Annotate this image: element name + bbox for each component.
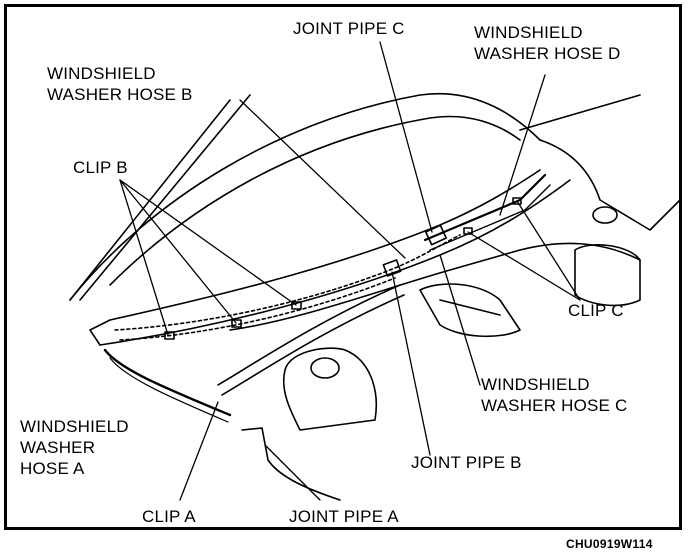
leader-clip-c-2 (516, 200, 581, 301)
clip-b-3 (291, 301, 302, 310)
hood-inner (109, 115, 521, 286)
engine-part (419, 283, 521, 338)
label-windshield-washer-hose-c: WINDSHIELD WASHER HOSE C (481, 375, 628, 415)
leader-hose-b (239, 99, 406, 259)
windshield-top (69, 99, 231, 301)
hood-outline (69, 93, 541, 301)
label-joint-pipe-a: JOINT PIPE A (289, 507, 399, 526)
hose-b-path-2 (119, 277, 396, 341)
leader-clip-c-1 (467, 231, 581, 301)
leader-joint-pipe-b (391, 271, 431, 456)
cowl-lower (99, 179, 571, 346)
cowl-panel (109, 169, 541, 321)
figure-code: CHU0919W114 (566, 537, 653, 551)
leader-clip-b-2 (119, 179, 237, 324)
hose-a-path (103, 348, 232, 417)
label-windshield-washer-hose-a: WINDSHIELD WASHER HOSE A (20, 417, 129, 478)
hose-d-path (423, 173, 547, 242)
clip-c-2 (512, 197, 522, 205)
label-windshield-washer-hose-d: WINDSHIELD WASHER HOSE D (474, 23, 621, 63)
leader-joint-pipe-c (379, 41, 433, 233)
washer-pipe-2 (221, 294, 405, 396)
joint-pipe-c (424, 224, 448, 246)
joint-pipe-b (382, 259, 402, 277)
joint-pipe-a (241, 427, 341, 501)
hose-a-path-2 (109, 357, 229, 423)
windshield-edge (79, 94, 251, 301)
washer-pipe (217, 284, 401, 386)
reservoir-cap (310, 357, 340, 379)
clip-b-2 (231, 319, 242, 328)
label-joint-pipe-c: JOINT PIPE C (293, 19, 405, 38)
fender-right (539, 139, 681, 231)
leader-hose-c (439, 254, 481, 386)
label-joint-pipe-b: JOINT PIPE B (411, 453, 522, 472)
right-cap (592, 206, 618, 224)
engine-part-2 (439, 299, 501, 316)
label-clip-c: CLIP C (568, 301, 624, 320)
right-part (574, 244, 641, 307)
label-clip-a: CLIP A (142, 507, 196, 526)
clip-c-1 (463, 227, 473, 235)
diagram-frame (4, 4, 682, 530)
clip-b-1 (164, 331, 175, 340)
leader-clip-b-3 (119, 179, 297, 306)
cowl-front (89, 319, 111, 346)
label-windshield-washer-hose-b: WINDSHIELD WASHER HOSE B (47, 64, 193, 104)
leader-hose-d (499, 74, 546, 216)
hose-c-path (429, 184, 551, 251)
leader-clip-b-1 (119, 179, 169, 336)
hose-b-path (114, 234, 461, 331)
leader-clip-a (179, 401, 219, 501)
label-clip-b: CLIP B (73, 158, 128, 177)
reservoir (282, 347, 377, 431)
fender-line (519, 94, 641, 131)
leader-joint-pipe-a (264, 444, 321, 501)
